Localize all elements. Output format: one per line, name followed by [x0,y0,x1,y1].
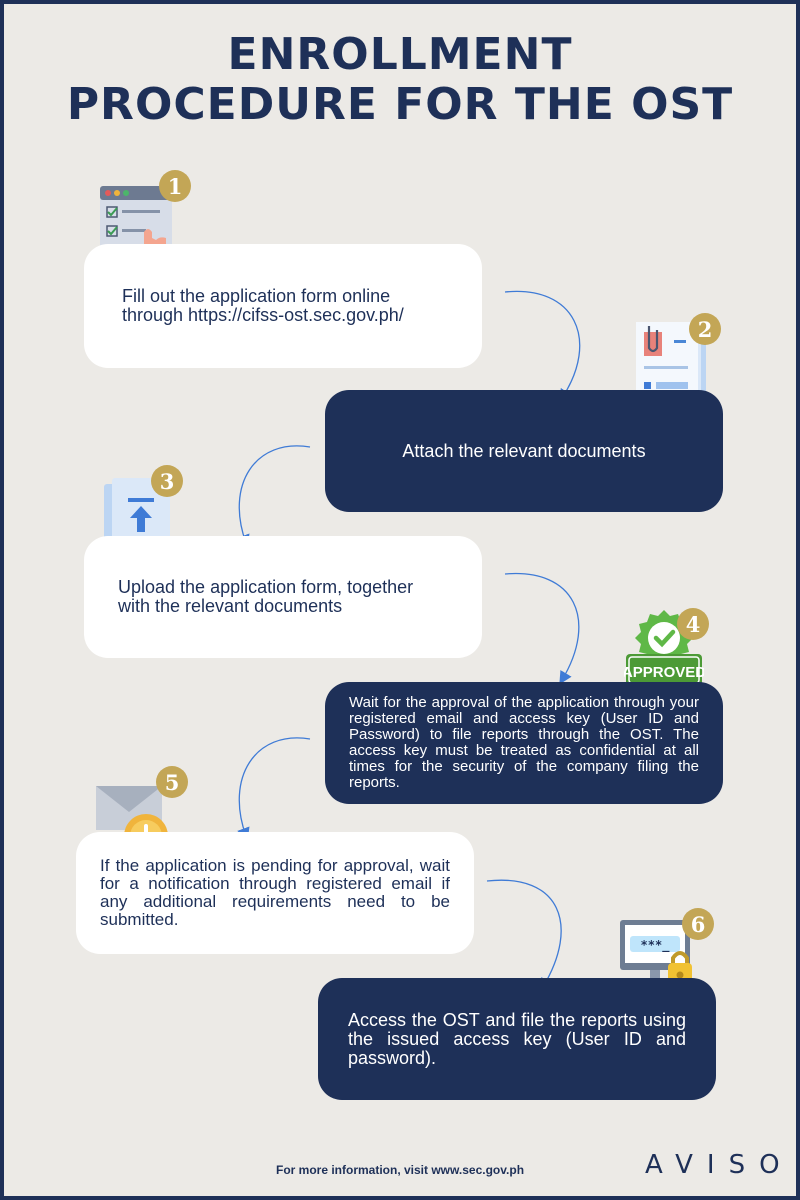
step-2-card: Attach the relevant documents [325,390,723,512]
step-2-badge: 2 [689,313,721,345]
step-5-card: If the application is pending for approv… [76,832,474,954]
step-6-badge: 6 [682,908,714,940]
step-4-badge: 4 [677,608,709,640]
title-line-1: ENROLLMENT [227,29,573,80]
arrow-3-to-4 [504,572,580,685]
step-1-text: Fill out the application form online thr… [122,286,404,325]
clipped-documents-icon [636,322,706,408]
step-2-text: Attach the relevant documents [402,440,646,461]
page-title: ENROLLMENT PROCEDURE FOR THE OST [0,30,800,130]
step-6-card: Access the OST and file the reports usin… [318,978,716,1100]
arrow-2-to-3 [237,445,311,548]
step-6-text: Access the OST and file the reports usin… [348,1009,686,1068]
step-1-badge: 1 [159,170,191,202]
step-1-card: Fill out the application form online thr… [84,244,482,368]
step-3-card: Upload the application form, together wi… [84,536,482,658]
approved-stamp-label: APPROVED [624,664,704,681]
step-3-text: Upload the application form, together wi… [118,577,414,616]
arrow-4-to-5 [237,737,311,841]
footer-info: For more information, visit www.sec.gov.… [276,1163,525,1177]
step-5-badge: 5 [156,766,188,798]
step-5-text: If the application is pending for approv… [100,856,450,929]
arrow-5-to-6 [486,879,562,992]
step-4-card: Wait for the approval of the application… [325,682,723,804]
aviso-logo: AVISO [645,1150,794,1180]
password-screen-text: ***_ [641,938,671,953]
title-line-2: PROCEDURE FOR THE OST [66,79,734,130]
arrow-1-to-2 [504,290,581,403]
step-4-text: Wait for the approval of the application… [349,694,699,791]
step-3-badge: 3 [151,465,183,497]
